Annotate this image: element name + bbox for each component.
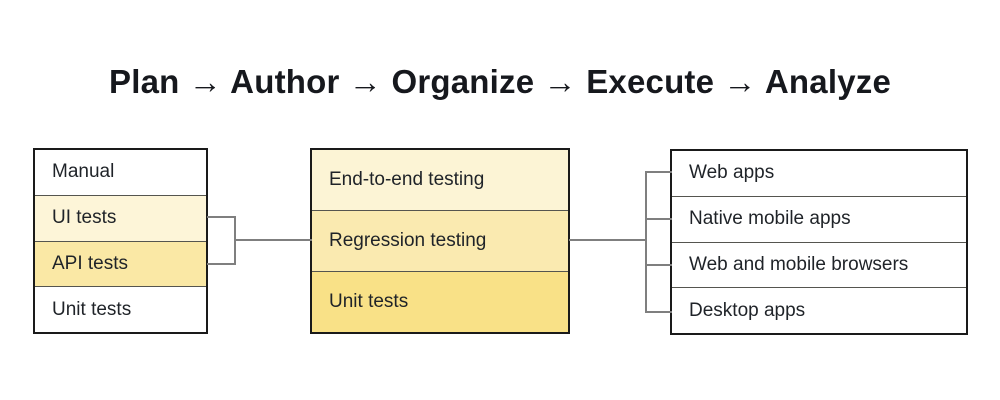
connector-right-stub-native-mobile-apps bbox=[645, 218, 672, 220]
row-web-and-mobile-browsers: Web and mobile browsers bbox=[672, 241, 966, 288]
row-end-to-end-testing: End-to-end testing bbox=[312, 150, 568, 210]
connector-right-stub-desktop-apps bbox=[645, 311, 672, 313]
row-unit-tests-level: Unit tests bbox=[312, 271, 568, 332]
connector-middle-to-right-line bbox=[569, 239, 647, 241]
test-types-table: Manual UI tests API tests Unit tests bbox=[33, 148, 208, 334]
connector-left-stub-api-tests bbox=[207, 263, 236, 265]
workflow-title: Plan → Author → Organize → Execute → Ana… bbox=[108, 63, 891, 100]
row-regression-testing: Regression testing bbox=[312, 210, 568, 271]
row-ui-tests: UI tests bbox=[35, 194, 206, 241]
row-api-tests: API tests bbox=[35, 240, 206, 287]
connector-left-stub-ui-tests bbox=[207, 216, 236, 218]
connector-right-stub-web-apps bbox=[645, 171, 672, 173]
row-web-apps: Web apps bbox=[672, 151, 966, 196]
connector-right-bracket-vertical bbox=[645, 171, 647, 313]
testing-levels-table: End-to-end testing Regression testing Un… bbox=[310, 148, 570, 334]
row-manual: Manual bbox=[35, 150, 206, 195]
target-platforms-table: Web apps Native mobile apps Web and mobi… bbox=[670, 149, 968, 335]
row-native-mobile-apps: Native mobile apps bbox=[672, 195, 966, 242]
row-desktop-apps: Desktop apps bbox=[672, 287, 966, 333]
connector-right-stub-web-mobile-browsers bbox=[645, 264, 672, 266]
connector-left-to-middle-line bbox=[234, 239, 312, 241]
row-unit-tests: Unit tests bbox=[35, 286, 206, 332]
